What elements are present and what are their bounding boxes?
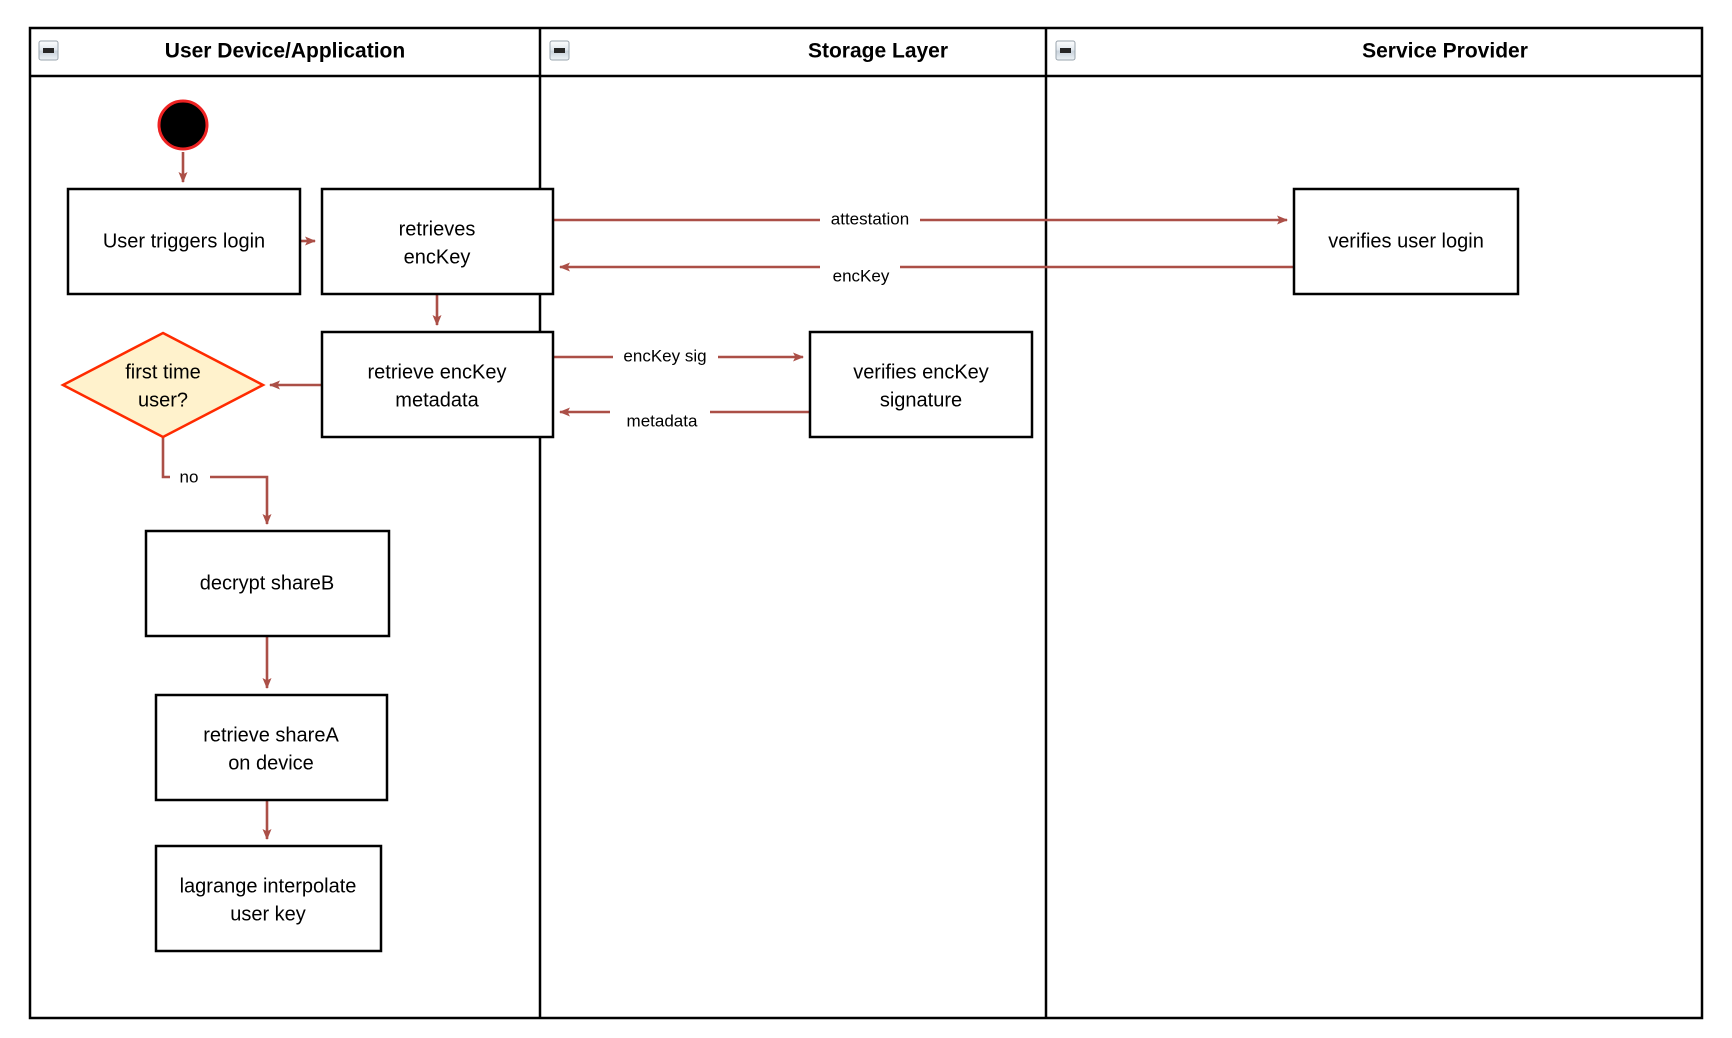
collapse-minus-icon[interactable] [1055, 40, 1076, 61]
edge-label-bg [820, 206, 920, 232]
lane-header-storage-layer[interactable]: Storage Layer [549, 40, 948, 63]
edge-label-bg [170, 464, 210, 490]
swimlane-frame [28, 26, 1704, 1020]
node-label-decrypt-shareb: decrypt shareB [200, 572, 335, 594]
node-label-lagrange-line1: lagrange interpolate [180, 875, 357, 897]
node-lagrange-interpolate-user-key[interactable]: lagrange interpolate user key [154, 844, 383, 953]
node-label-retrieves-enckey-line1: retrieves [399, 218, 476, 240]
edge-metadata: metadata [559, 407, 810, 436]
edge-attestation: attestation [553, 206, 1288, 232]
lane-title-storage-layer: Storage Layer [808, 40, 948, 63]
node-label-retrieve-enckey-metadata-line1: retrieve encKey [368, 361, 507, 383]
collapse-minus-icon[interactable] [38, 40, 59, 61]
collapse-minus-icon[interactable] [549, 40, 570, 61]
edge-label-enckey-sig: encKey sig [623, 346, 706, 365]
edge-label-no: no [180, 467, 199, 486]
node-label-retrieve-sharea-line2: on device [228, 752, 314, 774]
node-label-lagrange-line2: user key [230, 903, 306, 925]
node-first-time-user-decision[interactable]: first time user? [60, 331, 266, 439]
edge-label-metadata: metadata [627, 411, 698, 430]
node-retrieve-enckey-metadata[interactable]: retrieve encKey metadata [320, 330, 555, 439]
node-retrieves-enckey[interactable]: retrieves encKey [320, 187, 555, 296]
node-label-verifies-enckey-line1: verifies encKey [853, 361, 989, 383]
edge-label-bg [610, 408, 710, 436]
node-label-retrieve-enckey-metadata-line2: metadata [395, 389, 479, 411]
node-verifies-user-login[interactable]: verifies user login [1292, 187, 1520, 296]
edge-label-enckey: encKey [833, 266, 890, 285]
lane-title-user-device: User Device/Application [165, 40, 405, 63]
edge-enckey-return: encKey [559, 262, 1294, 292]
edge-label-bg [820, 264, 900, 292]
lane-title-service-provider: Service Provider [1362, 40, 1528, 63]
edge-no-branch: no [161, 437, 272, 525]
edge-label-bg [613, 344, 718, 370]
edge-enckey-sig: encKey sig [553, 344, 804, 370]
node-user-triggers-login[interactable]: User triggers login [66, 187, 302, 296]
node-label-user-triggers-login: User triggers login [103, 230, 265, 252]
edge-label-attestation: attestation [831, 209, 909, 228]
lane-header-user-device[interactable]: User Device/Application [38, 40, 405, 63]
node-decrypt-shareb[interactable]: decrypt shareB [144, 529, 391, 638]
node-label-first-time-user-line2: user? [138, 389, 188, 411]
start-node[interactable] [157, 99, 209, 151]
node-label-first-time-user-line1: first time [125, 361, 201, 383]
node-label-retrieves-enckey-line2: encKey [404, 246, 471, 268]
node-label-verifies-user-login: verifies user login [1328, 230, 1484, 252]
node-label-retrieve-sharea-line1: retrieve shareA [203, 724, 339, 746]
node-label-verifies-enckey-line2: signature [880, 389, 962, 411]
node-retrieve-sharea-on-device[interactable]: retrieve shareA on device [154, 693, 389, 802]
lane-header-service-provider[interactable]: Service Provider [1055, 40, 1528, 63]
node-verifies-enckey-signature[interactable]: verifies encKey signature [808, 330, 1034, 439]
